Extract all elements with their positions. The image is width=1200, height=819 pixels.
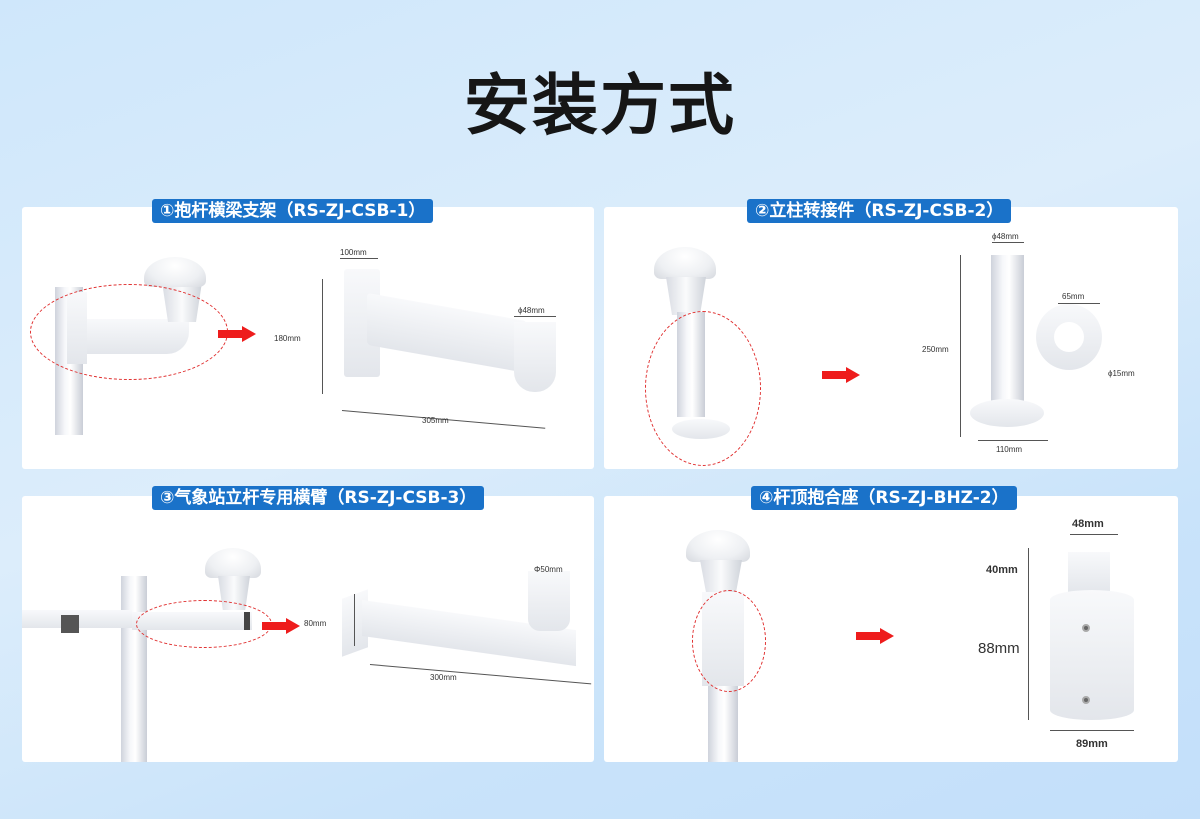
dim-tube-diameter: ϕ48mm bbox=[518, 306, 545, 315]
red-arrow-icon bbox=[262, 618, 302, 634]
panel-pole-crossbeam-bracket: 180mm 100mm ϕ48mm 305mm bbox=[22, 207, 594, 469]
clamp-product-body bbox=[1050, 590, 1134, 720]
page-title: 安装方式 bbox=[464, 67, 736, 144]
weather-sensor-dome-icon bbox=[144, 257, 206, 287]
dim-line bbox=[322, 279, 323, 394]
highlight-ellipse bbox=[645, 311, 761, 466]
dim-line bbox=[960, 255, 961, 437]
dim-tube-diameter: ϕ48mm bbox=[992, 232, 1019, 241]
dim-body-height: 88mm bbox=[978, 640, 1020, 657]
pole-image bbox=[121, 576, 147, 762]
crossarm-product-cup bbox=[528, 571, 570, 631]
panel-2-title-tag: ②立柱转接件（RS-ZJ-CSB-2） bbox=[747, 199, 1012, 223]
dim-hole-spacing: 65mm bbox=[1062, 292, 1085, 301]
red-arrow-icon bbox=[822, 367, 862, 383]
dim-line bbox=[978, 440, 1048, 441]
highlight-ellipse bbox=[136, 600, 272, 648]
dim-top-diameter: 48mm bbox=[1072, 518, 1104, 530]
dim-height: 180mm bbox=[274, 334, 301, 343]
dim-line bbox=[354, 594, 355, 646]
pole-image bbox=[708, 686, 738, 762]
panel-column-adapter: ϕ48mm 250mm 110mm 65mm ϕ15mm bbox=[604, 207, 1178, 469]
red-arrow-icon bbox=[218, 326, 258, 342]
dim-cup-diameter: Φ50mm bbox=[534, 565, 563, 574]
dim-length: 305mm bbox=[422, 416, 449, 425]
dim-line bbox=[1058, 303, 1100, 304]
dim-line bbox=[1028, 548, 1029, 720]
dim-line bbox=[1070, 534, 1118, 535]
dim-line bbox=[514, 316, 556, 317]
dim-line bbox=[1050, 730, 1134, 731]
highlight-ellipse bbox=[692, 590, 766, 692]
highlight-ellipse bbox=[30, 284, 228, 380]
dim-line bbox=[340, 258, 378, 259]
red-arrow-icon bbox=[856, 628, 896, 644]
panel-weather-station-crossarm: Φ50mm 80mm 300mm bbox=[22, 496, 594, 762]
bracket-product-arm bbox=[367, 292, 527, 374]
crossarm-endcap bbox=[61, 615, 79, 633]
dim-height: 80mm bbox=[304, 619, 327, 628]
bolt-icon bbox=[1082, 624, 1090, 632]
weather-sensor-dome-icon bbox=[686, 530, 750, 562]
sensor-neck-image bbox=[666, 277, 706, 315]
dim-hole-diameter: ϕ15mm bbox=[1108, 369, 1135, 378]
bolt-icon bbox=[1082, 696, 1090, 704]
panel-3-title-tag: ③气象站立杆专用横臂（RS-ZJ-CSB-3） bbox=[152, 486, 485, 510]
dim-base-width: 110mm bbox=[996, 445, 1023, 454]
dim-body-diameter: 89mm bbox=[1076, 738, 1108, 750]
bracket-product-cup bbox=[514, 322, 556, 392]
weather-sensor-dome-icon bbox=[654, 247, 716, 279]
clamp-product-top-tube bbox=[1068, 552, 1110, 594]
flange-ring-hole bbox=[1054, 322, 1084, 352]
adapter-product-tube bbox=[991, 255, 1024, 405]
panel-1-title-tag: ①抱杆横梁支架（RS-ZJ-CSB-1） bbox=[152, 199, 434, 223]
dim-line bbox=[992, 242, 1024, 243]
dim-width-top: 100mm bbox=[340, 248, 367, 257]
panel-pole-top-clamp-seat: 48mm 40mm 88mm 89mm bbox=[604, 496, 1178, 762]
dim-line bbox=[369, 664, 592, 685]
dim-height: 250mm bbox=[922, 345, 949, 354]
dim-length: 300mm bbox=[430, 673, 457, 682]
sensor-neck-image bbox=[700, 560, 742, 594]
panel-4-title-tag: ④杆顶抱合座（RS-ZJ-BHZ-2） bbox=[751, 486, 1017, 510]
dim-top-height: 40mm bbox=[986, 564, 1018, 576]
adapter-product-base bbox=[970, 399, 1044, 427]
weather-sensor-dome-icon bbox=[205, 548, 261, 578]
